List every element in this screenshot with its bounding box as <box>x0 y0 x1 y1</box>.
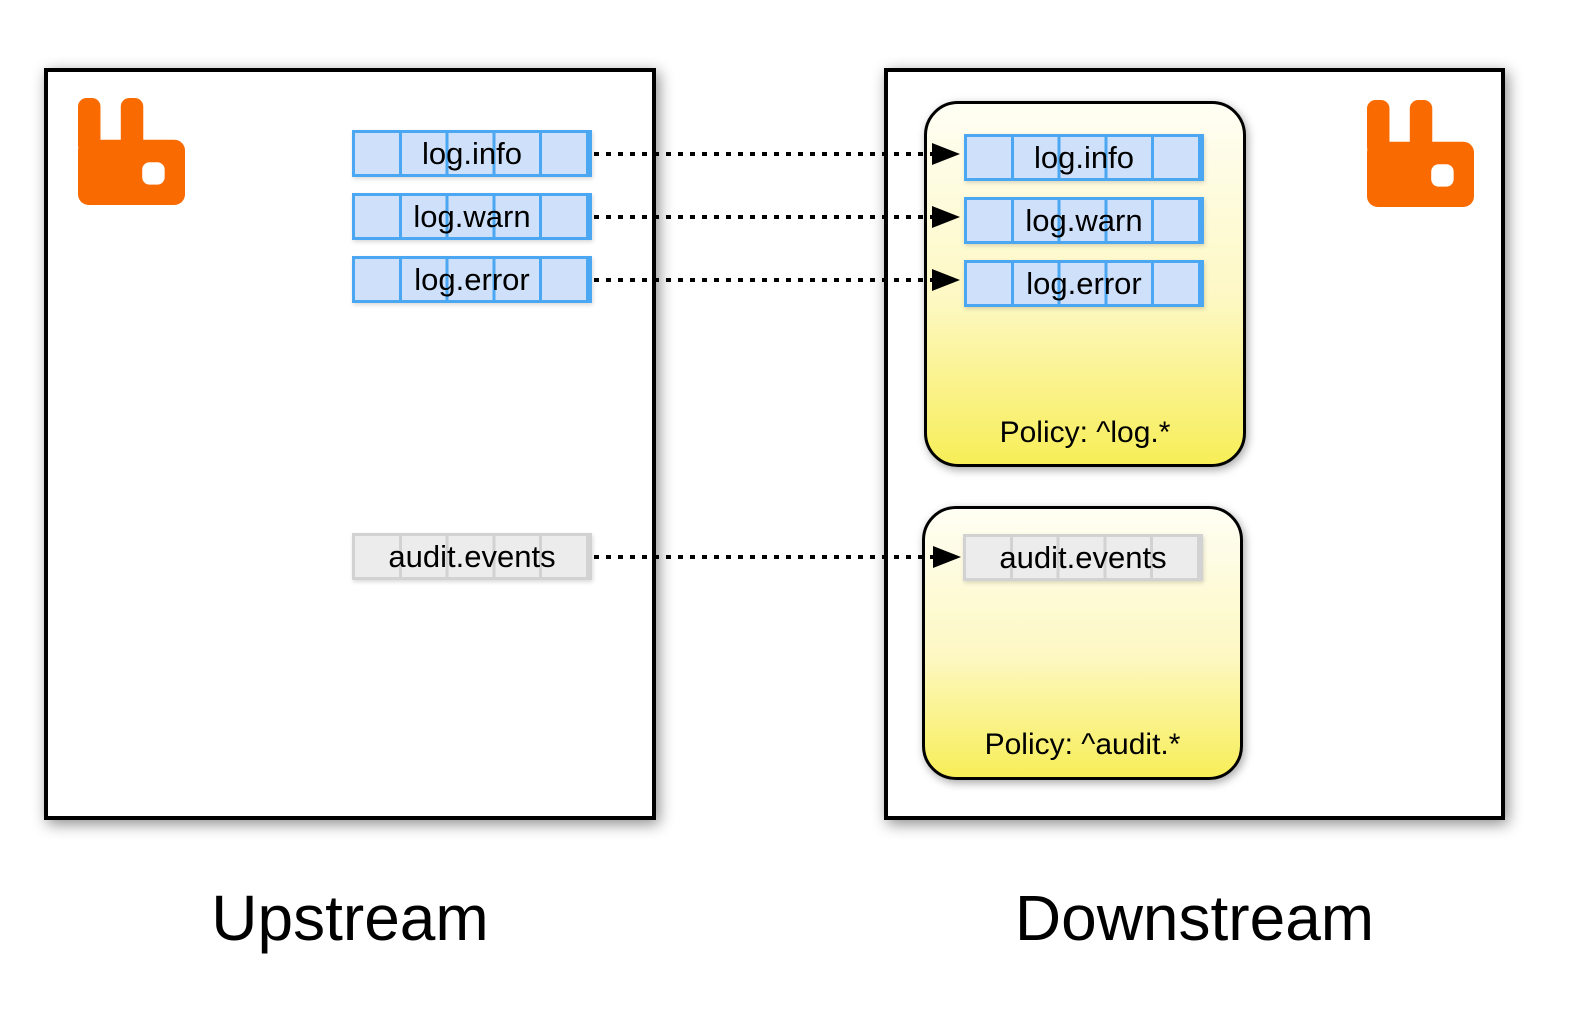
arrowhead-icon <box>932 206 960 228</box>
upstream-queue-audit-events: audit.events <box>352 533 592 580</box>
queue-name-label: log.info <box>422 136 522 171</box>
upstream-queue-log-error: log.error <box>352 256 592 303</box>
arrowhead-icon <box>933 546 961 568</box>
policy-label-audit: Policy: ^audit.* <box>984 728 1181 761</box>
upstream-caption: Upstream <box>211 882 489 954</box>
queue-name-label: log.warn <box>1025 203 1143 238</box>
arrowhead-icon <box>932 143 960 165</box>
queue-name-label: log.info <box>1034 140 1134 175</box>
policy-box-audit: audit.events Policy: ^audit.* <box>922 506 1243 780</box>
federation-link-audit-events <box>594 555 933 559</box>
arrowhead-icon <box>932 269 960 291</box>
rabbitmq-logo-icon <box>1367 100 1474 207</box>
queue-name-label: log.error <box>1026 266 1142 301</box>
downstream-queue-log-info: log.info <box>964 134 1204 181</box>
upstream-queue-log-warn: log.warn <box>352 193 592 240</box>
federation-link-log-error <box>594 278 932 282</box>
downstream-queue-log-error: log.error <box>964 260 1204 307</box>
upstream-broker-box: log.info log.warn log.error audit.events <box>44 68 656 820</box>
federation-link-log-warn <box>594 215 932 219</box>
queue-name-label: log.error <box>414 262 530 297</box>
policy-label-log: Policy: ^log.* <box>999 416 1171 449</box>
rabbitmq-logo-icon <box>78 98 185 205</box>
policy-box-log: log.info log.warn log.error Policy: ^log… <box>924 101 1246 467</box>
downstream-broker-box: log.info log.warn log.error Policy: ^log… <box>884 68 1505 820</box>
queue-name-label: audit.events <box>999 540 1167 575</box>
downstream-queue-log-warn: log.warn <box>964 197 1204 244</box>
federation-link-log-info <box>594 152 932 156</box>
upstream-queue-log-info: log.info <box>352 130 592 177</box>
downstream-caption: Downstream <box>1014 882 1375 954</box>
queue-name-label: audit.events <box>388 539 556 574</box>
downstream-queue-audit-events: audit.events <box>963 534 1203 581</box>
queue-name-label: log.warn <box>413 199 531 234</box>
